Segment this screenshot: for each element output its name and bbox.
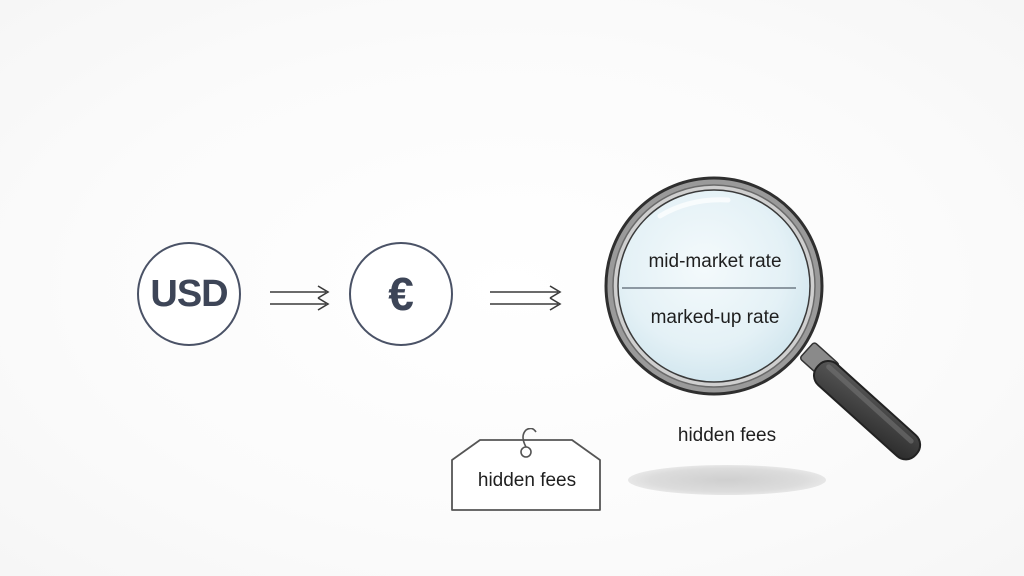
double-arrow-icon [490, 285, 562, 311]
hidden-fees-caption: hidden fees [677, 425, 777, 446]
magnifying-glass-icon [604, 176, 922, 461]
usd-label: USD [150, 272, 228, 315]
magnifier-shadow [628, 465, 826, 495]
mid-market-rate-label: mid-market rate [648, 251, 782, 272]
price-tag-icon [451, 428, 601, 511]
euro-coin: € [349, 242, 453, 346]
usd-coin: USD [137, 242, 241, 346]
double-arrow-icon [270, 285, 330, 311]
euro-label: € [388, 268, 414, 320]
marked-up-rate-label: marked-up rate [650, 307, 780, 328]
hidden-fees-tag-label: hidden fees [477, 470, 577, 491]
